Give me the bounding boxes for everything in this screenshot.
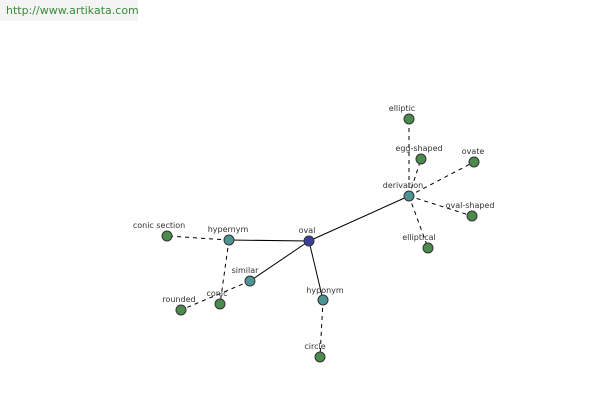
site-url-text: http://www.artikata.com — [6, 4, 139, 17]
edge-oval-hyponym — [308, 240, 324, 301]
node-elliptic-label: elliptic — [389, 104, 415, 113]
node-ovate-label: ovate — [462, 147, 485, 156]
node-hyponym[interactable]: hyponym — [306, 286, 344, 306]
node-elliptic-dot[interactable] — [403, 113, 415, 125]
node-elliptic[interactable]: elliptic — [389, 104, 415, 125]
node-oval-shaped-dot[interactable] — [466, 210, 478, 222]
graph-nodes: oval hypernym similar hyponym derivation coni… — [133, 104, 495, 363]
node-similar-label: similar — [232, 266, 260, 275]
edge-hyponym-circle — [319, 299, 324, 358]
node-ovate-dot[interactable] — [468, 156, 480, 168]
edge-derivation-egg-shaped — [408, 158, 422, 197]
node-derivation-label: derivation — [383, 181, 423, 190]
node-conic-section-label: conic section — [133, 221, 185, 230]
node-circle-dot[interactable] — [314, 351, 326, 363]
node-oval-shaped[interactable]: oval-shaped — [446, 201, 495, 222]
node-oval-label: oval — [299, 226, 316, 235]
edge-oval-hypernym — [228, 239, 310, 242]
node-egg-shaped-label: egg-shaped — [395, 144, 442, 153]
edge-derivation-ovate — [408, 161, 475, 197]
edge-derivation-oval-shaped — [408, 195, 473, 217]
node-elliptical-dot[interactable] — [422, 242, 434, 254]
node-egg-shaped-dot[interactable] — [415, 153, 427, 165]
node-conic[interactable]: conic — [207, 289, 228, 310]
edge-oval-similar — [249, 240, 310, 282]
node-oval-dot[interactable] — [303, 235, 315, 247]
node-rounded-dot[interactable] — [175, 304, 187, 316]
node-hypernym-dot[interactable] — [223, 234, 235, 246]
node-elliptical[interactable]: elliptical — [402, 233, 436, 254]
node-oval-shaped-label: oval-shaped — [446, 201, 495, 210]
node-circle[interactable]: circle — [304, 342, 326, 363]
node-similar-dot[interactable] — [244, 275, 256, 287]
node-elliptical-label: elliptical — [402, 233, 436, 242]
node-conic-section-dot[interactable] — [161, 230, 173, 242]
edge-hypernym-conic-section — [166, 235, 230, 241]
node-ovate[interactable]: ovate — [462, 147, 485, 168]
edge-derivation-elliptical — [408, 195, 429, 249]
node-hypernym-label: hypernym — [208, 225, 249, 234]
node-egg-shaped[interactable]: egg-shaped — [395, 144, 443, 165]
node-oval[interactable]: oval — [299, 226, 316, 247]
node-conic-dot[interactable] — [214, 298, 226, 310]
edge-hypernym-conic — [219, 239, 230, 305]
node-derivation[interactable]: derivation — [383, 181, 423, 202]
node-similar[interactable]: similar — [232, 266, 260, 287]
edge-oval-derivation — [308, 195, 410, 242]
node-conic-section[interactable]: conic section — [133, 221, 185, 242]
node-circle-label: circle — [304, 342, 325, 351]
node-rounded-label: rounded — [162, 295, 195, 304]
graph-edges — [166, 119, 475, 358]
node-hypernym[interactable]: hypernym — [208, 225, 249, 246]
node-rounded[interactable]: rounded — [162, 295, 196, 316]
node-hyponym-dot[interactable] — [317, 294, 329, 306]
node-hyponym-label: hyponym — [306, 286, 344, 295]
node-conic-label: conic — [207, 289, 228, 298]
site-url-banner: http://www.artikata.com — [0, 0, 139, 21]
node-derivation-dot[interactable] — [403, 190, 415, 202]
